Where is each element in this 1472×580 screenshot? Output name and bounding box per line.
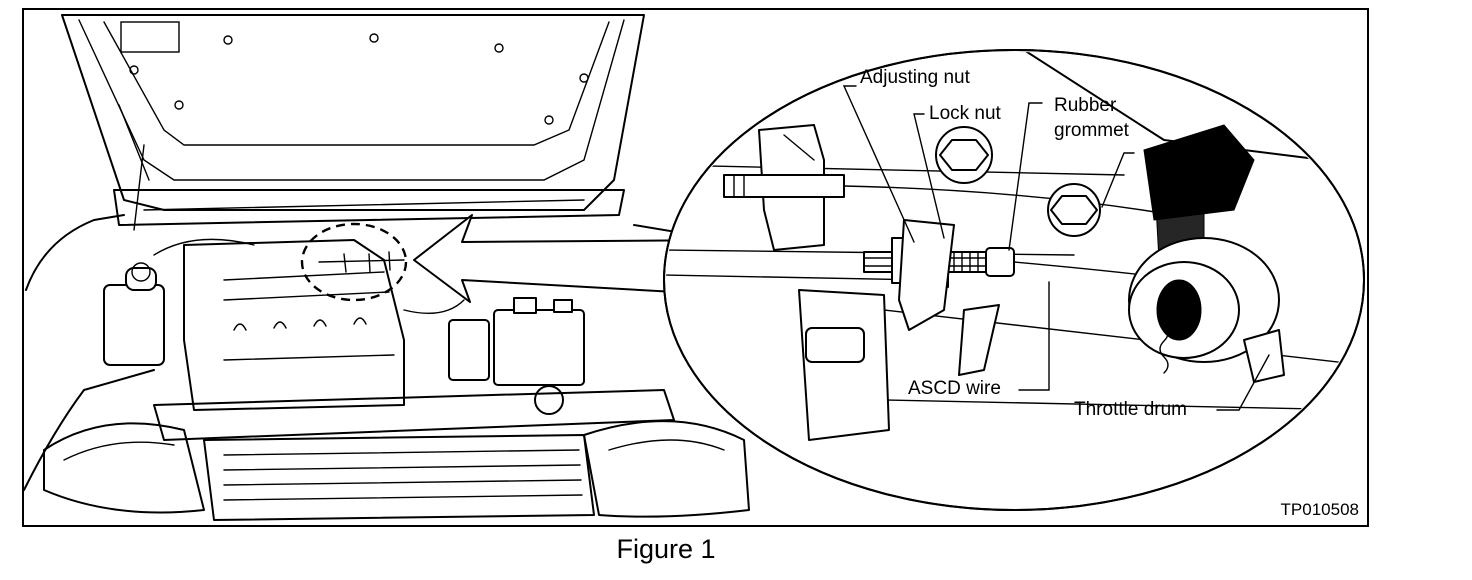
engine-bay-illustration xyxy=(24,14,1365,521)
engine-bay-drawing xyxy=(24,14,750,521)
ascd-wire-label: ASCD wire xyxy=(908,378,1001,399)
throttle-drum-label: Throttle drum xyxy=(1074,399,1187,420)
figure-code: TP010508 xyxy=(1280,500,1359,519)
figure-caption: Figure 1 xyxy=(616,534,716,564)
rubber-grommet-label-line1: Rubber xyxy=(1054,95,1117,116)
rubber-grommet-label-line2: grommet xyxy=(1054,120,1129,141)
figure-frame: Adjusting nut Lock nut Rubber grommet AS… xyxy=(22,8,1369,527)
adjusting-nut-label: Adjusting nut xyxy=(860,67,970,88)
callout-leaders xyxy=(842,85,1270,411)
lock-nut-label: Lock nut xyxy=(929,103,1001,124)
magnified-detail xyxy=(663,49,1365,511)
